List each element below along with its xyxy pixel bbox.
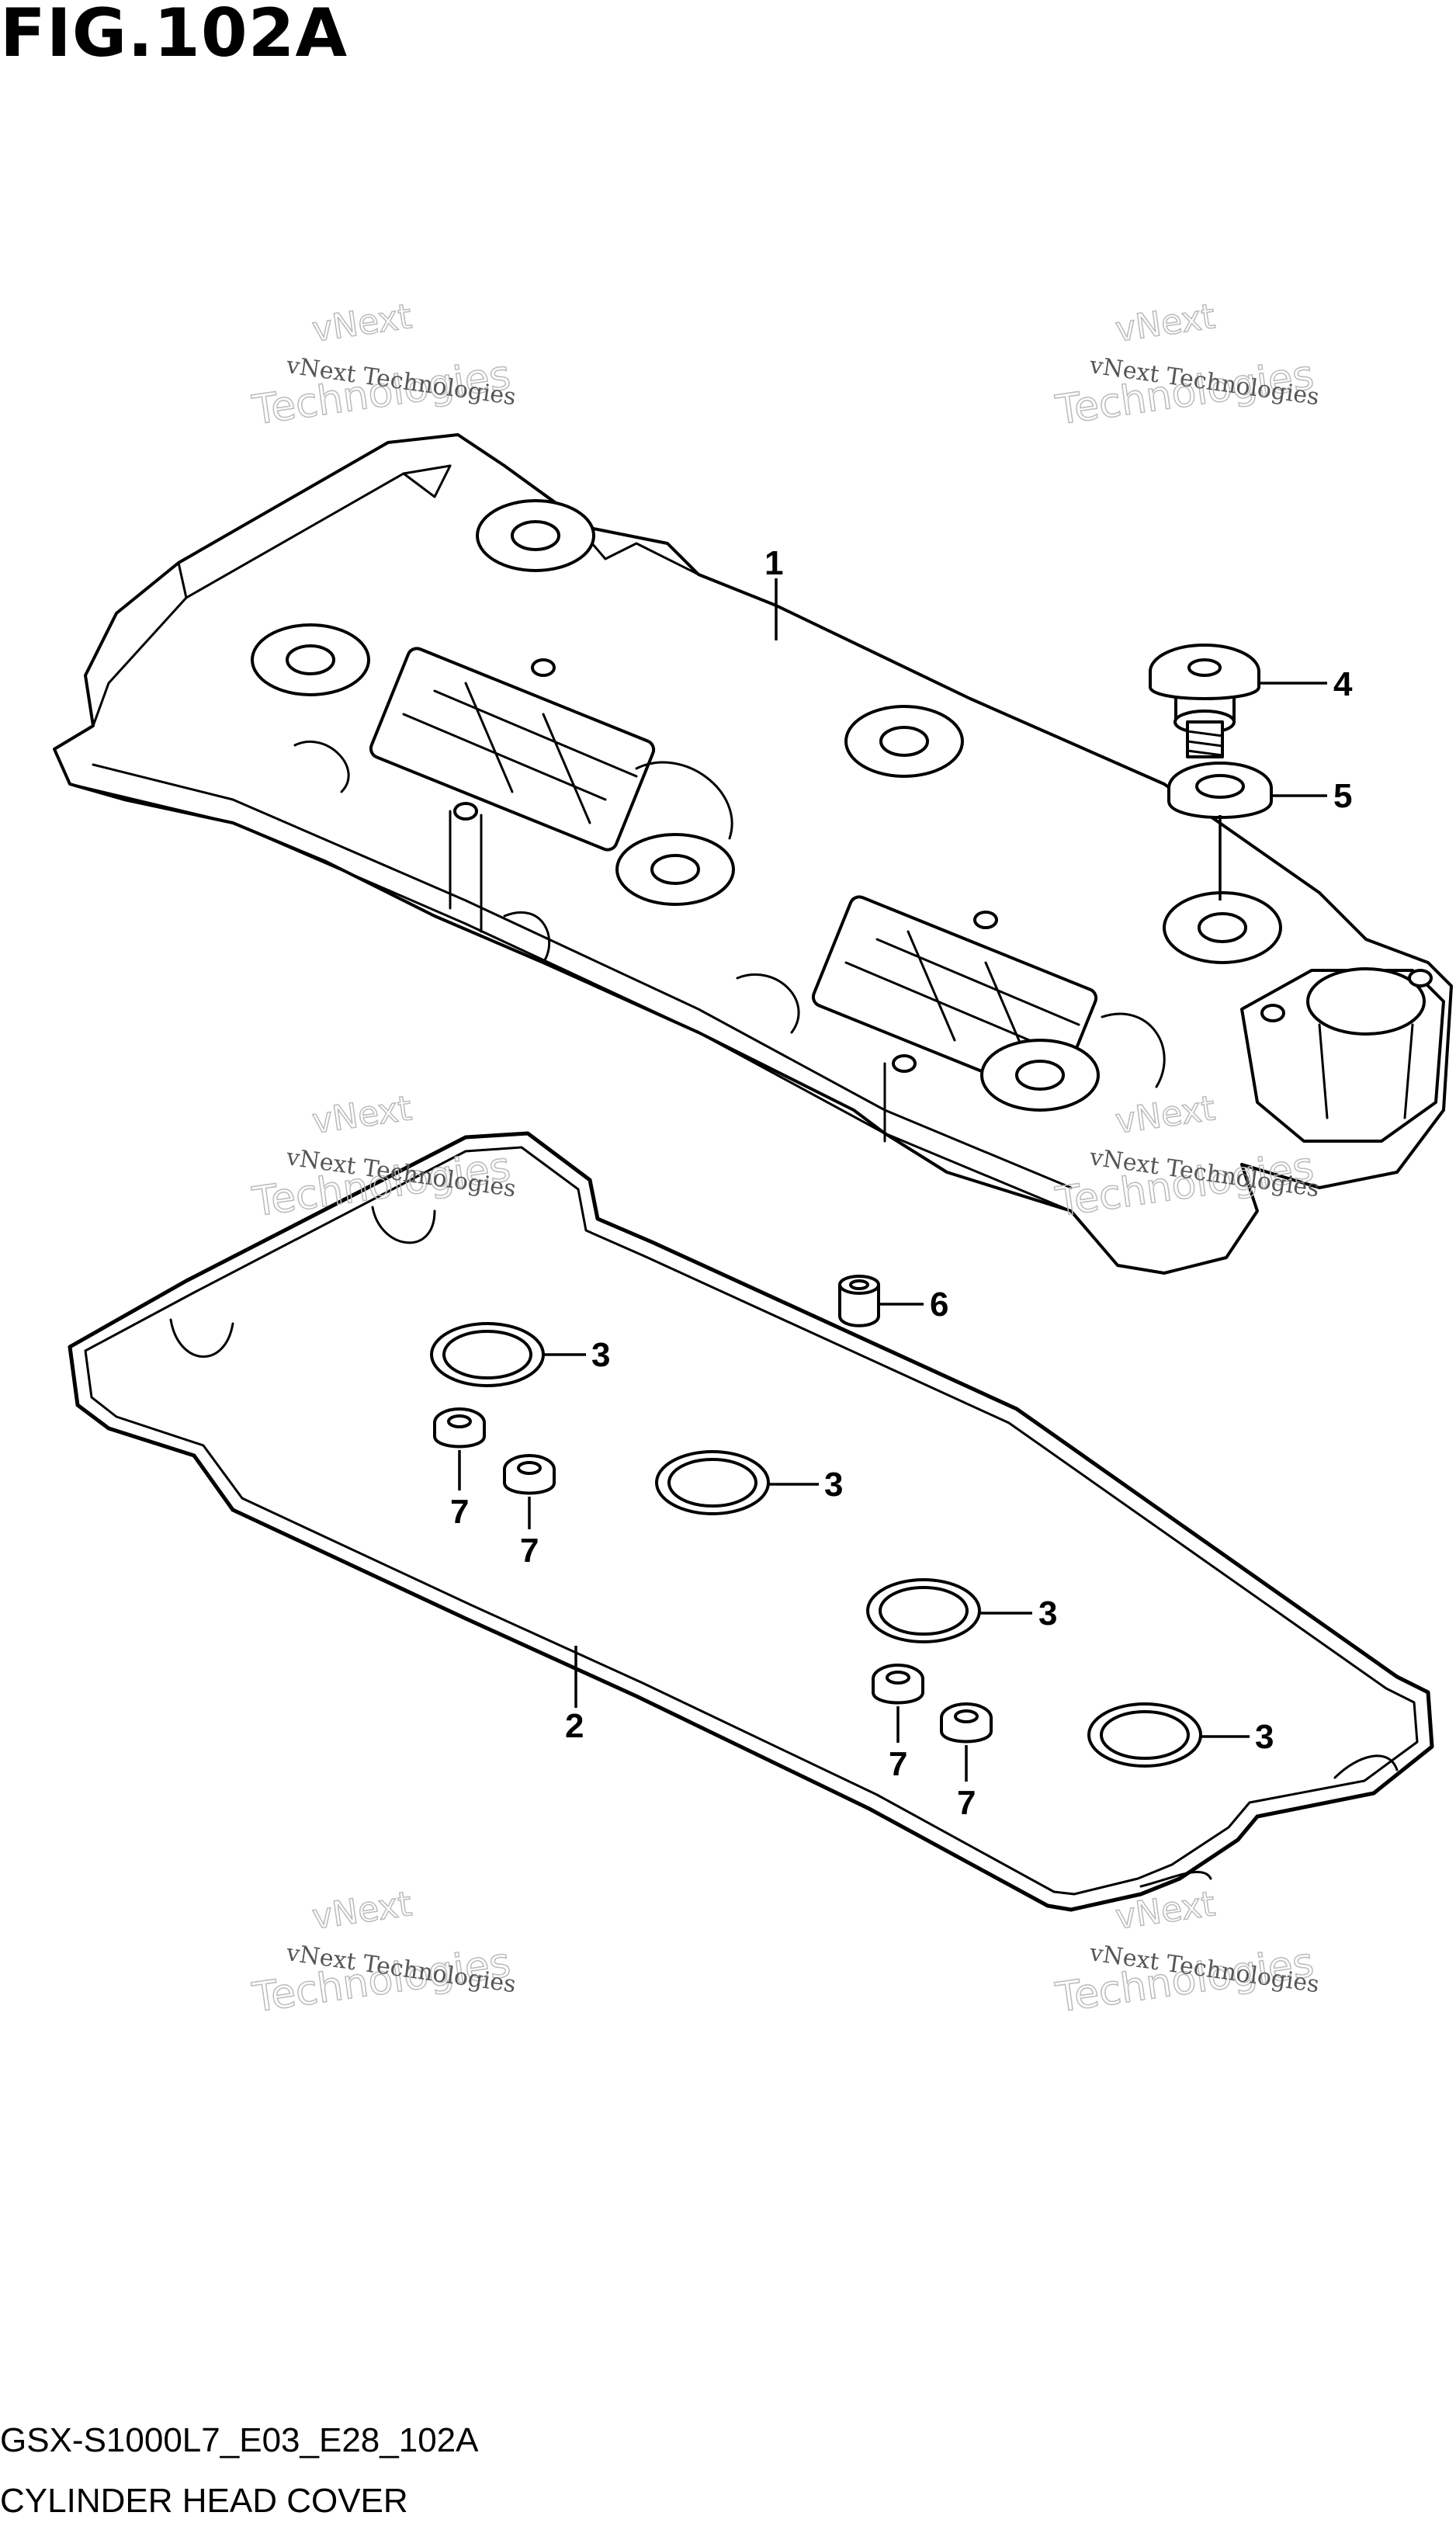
callout-4: 4 <box>1333 665 1353 703</box>
dowel-pin-part[interactable] <box>838 1275 880 1327</box>
callout-1: 1 <box>764 544 783 582</box>
plug-hole-seal-part[interactable] <box>430 1322 1202 1768</box>
grommet-part[interactable] <box>433 1407 993 1744</box>
watermark-next: vNext <box>310 1884 414 1937</box>
watermark-next: vNext <box>1113 1884 1217 1937</box>
callout-3d: 3 <box>1255 1718 1274 1756</box>
callout-6: 6 <box>930 1286 948 1324</box>
figure-title: FIG.102A <box>0 0 348 72</box>
watermark-next: vNext <box>310 1088 414 1141</box>
bolt-washer-part[interactable] <box>1167 762 1273 819</box>
drawing-code: GSX-S1000L7_E03_E28_102A <box>0 2421 479 2459</box>
callout-7d: 7 <box>957 1784 976 1822</box>
callout-5: 5 <box>1333 777 1352 815</box>
callout-numbers: 1 2 3 3 3 3 4 5 6 7 7 7 7 <box>450 544 1353 1822</box>
figure-name: CYLINDER HEAD COVER <box>0 2482 408 2520</box>
callout-7b: 7 <box>520 1532 539 1570</box>
callout-7a: 7 <box>450 1493 469 1531</box>
callout-3a: 3 <box>591 1336 610 1374</box>
callout-3c: 3 <box>1038 1594 1057 1633</box>
cover-bolt-part[interactable] <box>1149 644 1260 758</box>
callout-3b: 3 <box>824 1466 843 1504</box>
callout-2: 2 <box>565 1707 584 1745</box>
leader-lines <box>458 578 1327 1782</box>
cylinder-head-cover-part[interactable] <box>53 433 1453 1275</box>
watermark-next: vNext <box>310 297 414 349</box>
watermark-next: vNext <box>1113 297 1217 349</box>
callout-7c: 7 <box>889 1745 907 1783</box>
head-cover-gasket-part[interactable] <box>68 1131 1434 1912</box>
